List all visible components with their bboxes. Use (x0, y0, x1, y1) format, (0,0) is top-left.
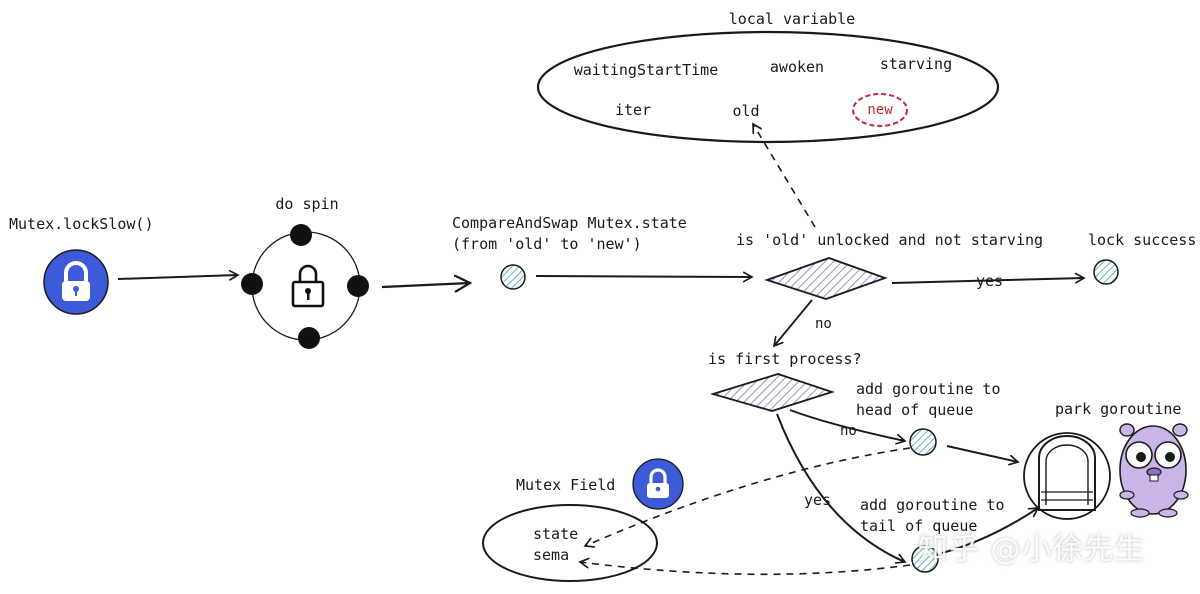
cas-label-line2: (from 'old' to 'new') (452, 235, 642, 253)
field-state-label: state (533, 525, 579, 543)
local-var-new: new (867, 102, 893, 118)
park-label: park goroutine (1055, 400, 1182, 418)
local-var-waitingstarttime: waitingStartTime (573, 61, 719, 79)
arrow-first-to-tail (776, 413, 907, 564)
spin-dot-right (347, 275, 369, 297)
arrow-entry-to-spin (117, 269, 240, 281)
mutex-field-title: Mutex Field (516, 476, 616, 494)
arrow-check-to-success (891, 272, 1086, 284)
check-diamond (764, 257, 888, 300)
local-var-awoken: awoken (769, 58, 825, 76)
arrow-first-to-head (789, 409, 907, 445)
local-var-starving: starving (879, 55, 953, 73)
local-variable-ellipse (536, 30, 1000, 144)
local-variable-title: local variable (728, 10, 856, 28)
arrow-check-to-first (772, 299, 813, 348)
old-reference-arrow (752, 122, 816, 228)
arrow-cas-to-check (535, 271, 754, 283)
success-node (1093, 259, 1119, 285)
success-label: lock success (1088, 231, 1197, 249)
spin-dot-top (290, 224, 312, 246)
cas-label-line1: CompareAndSwap Mutex.state (452, 214, 687, 232)
arrow-tail-to-sema (578, 557, 911, 576)
entry-label: Mutex.lockSlow() (9, 215, 154, 233)
spin-label: do spin (275, 195, 339, 213)
mutex-field-padlock-icon (632, 458, 684, 510)
field-sema-label: sema (533, 546, 570, 564)
local-var-iter: iter (614, 101, 652, 119)
yes-success-label: yes (976, 272, 1004, 290)
head-queue-line1: add goroutine to (856, 380, 1001, 398)
park-goroutine-icon (1023, 432, 1111, 520)
arrow-head-to-sema (583, 447, 911, 548)
head-queue-line2: head of queue (856, 401, 974, 419)
first-process-diamond (709, 373, 835, 412)
spin-dot-bottom (298, 327, 320, 349)
spin-dot-left (241, 273, 263, 295)
no-head-label: no (840, 423, 857, 439)
arrow-tail-to-park (941, 507, 1040, 554)
tail-queue-line2: tail of queue (860, 517, 978, 535)
no-first-label: no (815, 316, 832, 332)
mutex-field-ellipse (482, 504, 658, 582)
arrow-head-to-park (946, 445, 1020, 466)
first-question-label: is first process? (708, 350, 862, 368)
entry-padlock-icon (43, 249, 109, 315)
new-highlight-circle (852, 93, 908, 127)
arrow-spin-to-cas (381, 283, 470, 287)
cas-node (500, 264, 526, 290)
tail-queue-line1: add goroutine to (860, 496, 1005, 514)
watermark: 知乎 @小徐先生 (918, 532, 1146, 567)
local-var-old: old (732, 102, 760, 120)
gopher-mascot-icon (1119, 423, 1189, 518)
spin-ring (241, 224, 369, 349)
tail-queue-node (911, 545, 939, 573)
head-queue-node (909, 428, 937, 456)
spin-padlock-icon (291, 264, 325, 308)
check-label: is 'old' unlocked and not starving (736, 231, 1044, 249)
yes-tail-label: yes (804, 491, 832, 509)
